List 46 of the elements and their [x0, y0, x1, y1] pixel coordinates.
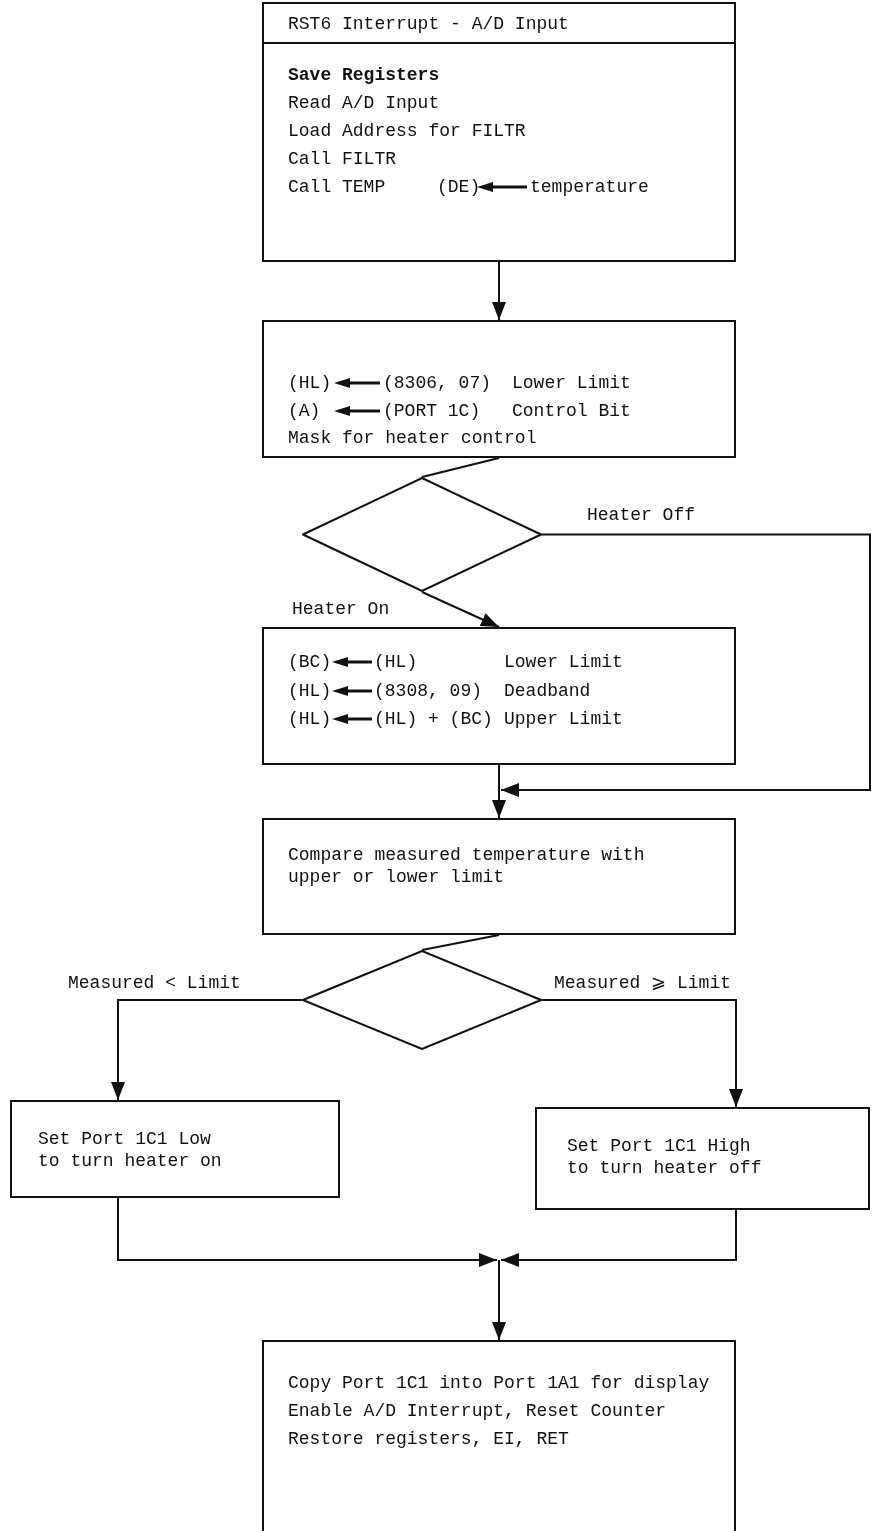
box-text: (HL)	[288, 372, 332, 394]
box-text: (8306, 07)	[383, 372, 492, 394]
box-text: Read A/D Input	[288, 92, 440, 114]
arrow	[117, 1197, 498, 1267]
box-text: Save Registers	[288, 64, 440, 86]
box-text: Deadband	[504, 680, 591, 702]
box-text: (HL)	[288, 680, 332, 702]
box-text: (A)	[288, 400, 321, 422]
process-box	[262, 320, 736, 458]
box-text: Call FILTR	[288, 148, 397, 170]
box-text: Call TEMP	[288, 176, 386, 198]
box-text: (DE)	[437, 176, 481, 198]
box-text: Lower Limit	[504, 651, 623, 673]
box-text: Lower Limit	[512, 372, 631, 394]
box-text: Upper Limit	[504, 708, 623, 730]
box-text: temperature	[530, 176, 649, 198]
box-text: (HL)	[374, 651, 418, 673]
box-text: (HL) + (BC)	[374, 708, 493, 730]
box-text: Copy Port 1C1 into Port 1A1 for display	[288, 1372, 710, 1394]
box-text: Set Port 1C1 Low to turn heater on	[38, 1128, 223, 1172]
arrow	[500, 1209, 737, 1267]
arrow	[500, 533, 871, 797]
box-text: Control Bit	[512, 400, 631, 422]
process-box	[262, 627, 736, 765]
box-text: (BC)	[288, 651, 332, 673]
process-box	[262, 818, 736, 935]
process-box	[262, 2, 736, 262]
box-text: Load Address for FILTR	[288, 120, 526, 142]
arrow	[492, 789, 506, 819]
box-text: Compare measured temperature with upper or lower limit	[288, 844, 646, 888]
box-text: (8308, 09)	[374, 680, 483, 702]
box-text: (HL)	[288, 708, 332, 730]
box-text: Enable A/D Interrupt, Reset Counter	[288, 1400, 667, 1422]
process-box	[10, 1100, 340, 1198]
arrow	[541, 999, 743, 1108]
process-box	[535, 1107, 870, 1210]
arrow	[111, 999, 303, 1101]
arrow	[492, 261, 506, 321]
box-text: Restore registers, EI, RET	[288, 1428, 569, 1450]
box-text: Mask for heater control	[288, 427, 537, 449]
box-text: RST6 Interrupt - A/D Input	[288, 13, 569, 35]
box-text: (PORT 1C)	[383, 400, 481, 422]
box-text: Set Port 1C1 High to turn heater off	[567, 1135, 763, 1179]
arrow	[421, 591, 500, 628]
process-box	[262, 1340, 736, 1531]
arrow	[492, 1259, 506, 1341]
